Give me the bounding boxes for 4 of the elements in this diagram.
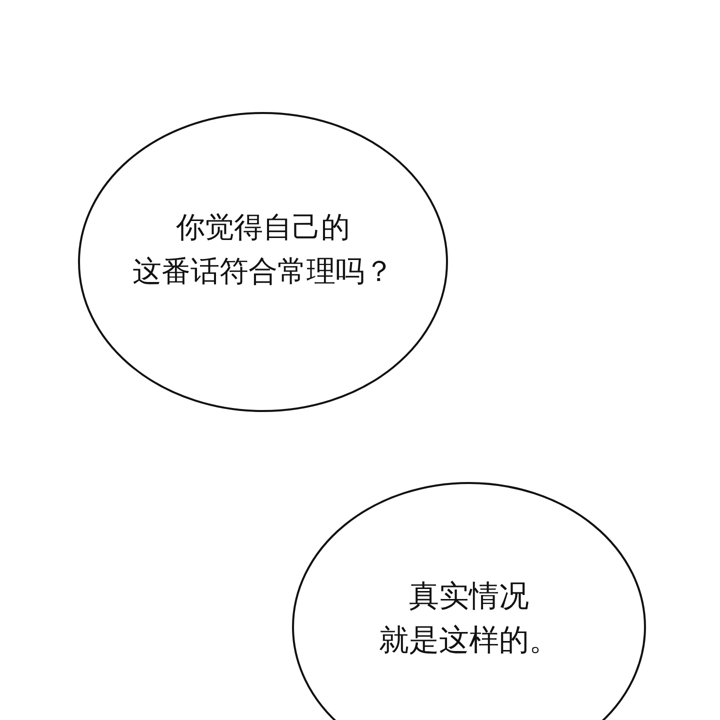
speech-text: 你觉得自己的这番话符合常理吗？ bbox=[132, 209, 394, 290]
speech-text: 真实情况就是这样的。 bbox=[378, 578, 560, 660]
speech-bubble bbox=[78, 112, 448, 412]
speech-bubble bbox=[292, 482, 646, 720]
